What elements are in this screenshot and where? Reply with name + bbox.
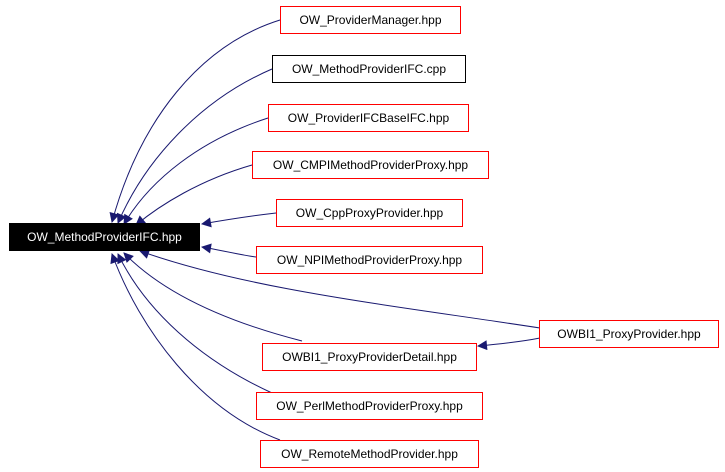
node-npi-method-provider-proxy[interactable]: OW_NPIMethodProviderProxy.hpp (256, 246, 483, 274)
edge-cpp-proxy-provider-to-root (201, 212, 277, 228)
node-cmpi-method-provider-proxy[interactable]: OW_CMPIMethodProviderProxy.hpp (252, 151, 489, 179)
root-node: OW_MethodProviderIFC.hpp (9, 223, 200, 251)
edge-provider-ifc-base-ifc-to-root (123, 117, 269, 225)
edge-npi-method-provider-proxy-to-root (201, 243, 257, 258)
edge-remote-method-provider-to-root (110, 253, 281, 441)
edge-cmpi-method-provider-proxy-to-root (135, 164, 253, 226)
edge-owbi1-proxy-provider-to-detail (477, 337, 541, 351)
node-provider-ifc-base-ifc[interactable]: OW_ProviderIFCBaseIFC.hpp (268, 104, 469, 132)
node-owbi1-proxy-provider[interactable]: OWBI1_ProxyProvider.hpp (539, 320, 719, 348)
edge-provider-manager-to-root (109, 19, 281, 223)
edge-perl-method-provider-proxy-to-root (117, 253, 273, 394)
edge-method-provider-ifc-cpp-to-root (116, 68, 273, 224)
node-owbi1-proxy-provider-detail[interactable]: OWBI1_ProxyProviderDetail.hpp (262, 343, 477, 371)
edge-owbi1-proxy-provider-detail-to-root (123, 252, 303, 342)
node-remote-method-provider[interactable]: OW_RemoteMethodProvider.hpp (260, 440, 479, 468)
node-provider-manager[interactable]: OW_ProviderManager.hpp (280, 6, 461, 34)
node-cpp-proxy-provider[interactable]: OW_CppProxyProvider.hpp (276, 199, 463, 227)
node-method-provider-ifc-cpp[interactable]: OW_MethodProviderIFC.cpp (272, 55, 466, 83)
edge-owbi1-proxy-provider-to-root (139, 249, 541, 329)
node-perl-method-provider-proxy[interactable]: OW_PerlMethodProviderProxy.hpp (256, 392, 483, 420)
